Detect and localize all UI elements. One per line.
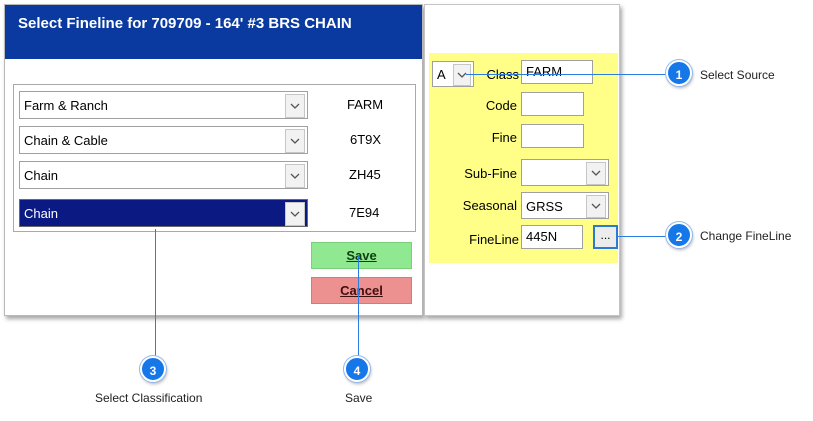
seasonal-dropdown-value: GRSS <box>526 199 563 214</box>
classification-code-3: ZH45 <box>349 167 381 182</box>
classification-code-2: 6T9X <box>350 132 382 147</box>
class-field[interactable]: FARM <box>521 60 593 84</box>
seasonal-dropdown[interactable]: GRSS <box>521 192 609 219</box>
callout-3-badge: 3 <box>140 356 166 382</box>
callout-3-caption: Select Classification <box>95 391 203 405</box>
fine-field[interactable] <box>521 124 584 148</box>
classification-code-4: 7E94 <box>349 205 380 220</box>
fineline-dialog: Select Fineline for 709709 - 164' #3 BRS… <box>4 4 423 316</box>
classification-dropdown-2-value: Chain & Cable <box>24 133 108 148</box>
callout-2-caption: Change FineLine <box>700 229 792 243</box>
classification-dropdown-2[interactable]: Chain & Cable <box>19 126 308 154</box>
callout-4-connector <box>358 255 359 357</box>
chevron-down-icon[interactable] <box>285 202 305 226</box>
classification-code-1: FARM <box>347 97 384 112</box>
classification-dropdown-4[interactable]: Chain <box>19 199 308 227</box>
chevron-down-icon[interactable] <box>453 64 471 86</box>
chevron-down-icon[interactable] <box>285 164 305 188</box>
chevron-down-icon[interactable] <box>586 195 606 218</box>
fineline-browse-button[interactable]: ... <box>593 225 618 249</box>
fineline-label: FineLine <box>469 232 519 247</box>
dialog-title: Select Fineline for 709709 - 164' #3 BRS… <box>5 5 422 59</box>
classification-dropdown-1[interactable]: Farm & Ranch <box>19 91 308 119</box>
callout-3-connector <box>155 229 156 357</box>
classification-dropdown-3-value: Chain <box>24 168 58 183</box>
callout-2-badge: 2 <box>666 222 692 248</box>
chevron-down-icon[interactable] <box>586 162 606 185</box>
code-label: Code <box>485 98 517 113</box>
classification-group: Farm & Ranch FARM Chain & Cable 6T9X Cha… <box>13 84 416 232</box>
callout-1-badge: 1 <box>666 60 692 86</box>
subfine-dropdown[interactable] <box>521 159 609 186</box>
subfine-label: Sub-Fine <box>464 166 517 181</box>
callout-4-badge: 4 <box>344 356 370 382</box>
callout-2-connector <box>617 236 681 237</box>
callout-1-connector <box>466 74 681 75</box>
code-field[interactable] <box>521 92 584 116</box>
source-dropdown-value: A <box>437 67 446 82</box>
classification-dropdown-3[interactable]: Chain <box>19 161 308 189</box>
cancel-button[interactable]: Cancel <box>311 277 412 304</box>
chevron-down-icon[interactable] <box>285 129 305 153</box>
save-button[interactable]: Save <box>311 242 412 269</box>
callout-4-caption: Save <box>345 391 373 405</box>
classification-dropdown-4-value: Chain <box>24 206 58 221</box>
chevron-down-icon[interactable] <box>285 94 305 118</box>
fineline-field[interactable]: 445N <box>521 225 583 249</box>
classification-dropdown-1-value: Farm & Ranch <box>24 98 108 113</box>
fineline-panel: A Class FARM Code Fine Sub-Fine Seasonal… <box>424 4 620 316</box>
fine-label: Fine <box>491 130 517 145</box>
callout-1-caption: Select Source <box>700 68 775 82</box>
fineline-fields-area: A Class FARM Code Fine Sub-Fine Seasonal… <box>429 53 618 263</box>
seasonal-label: Seasonal <box>462 198 517 213</box>
